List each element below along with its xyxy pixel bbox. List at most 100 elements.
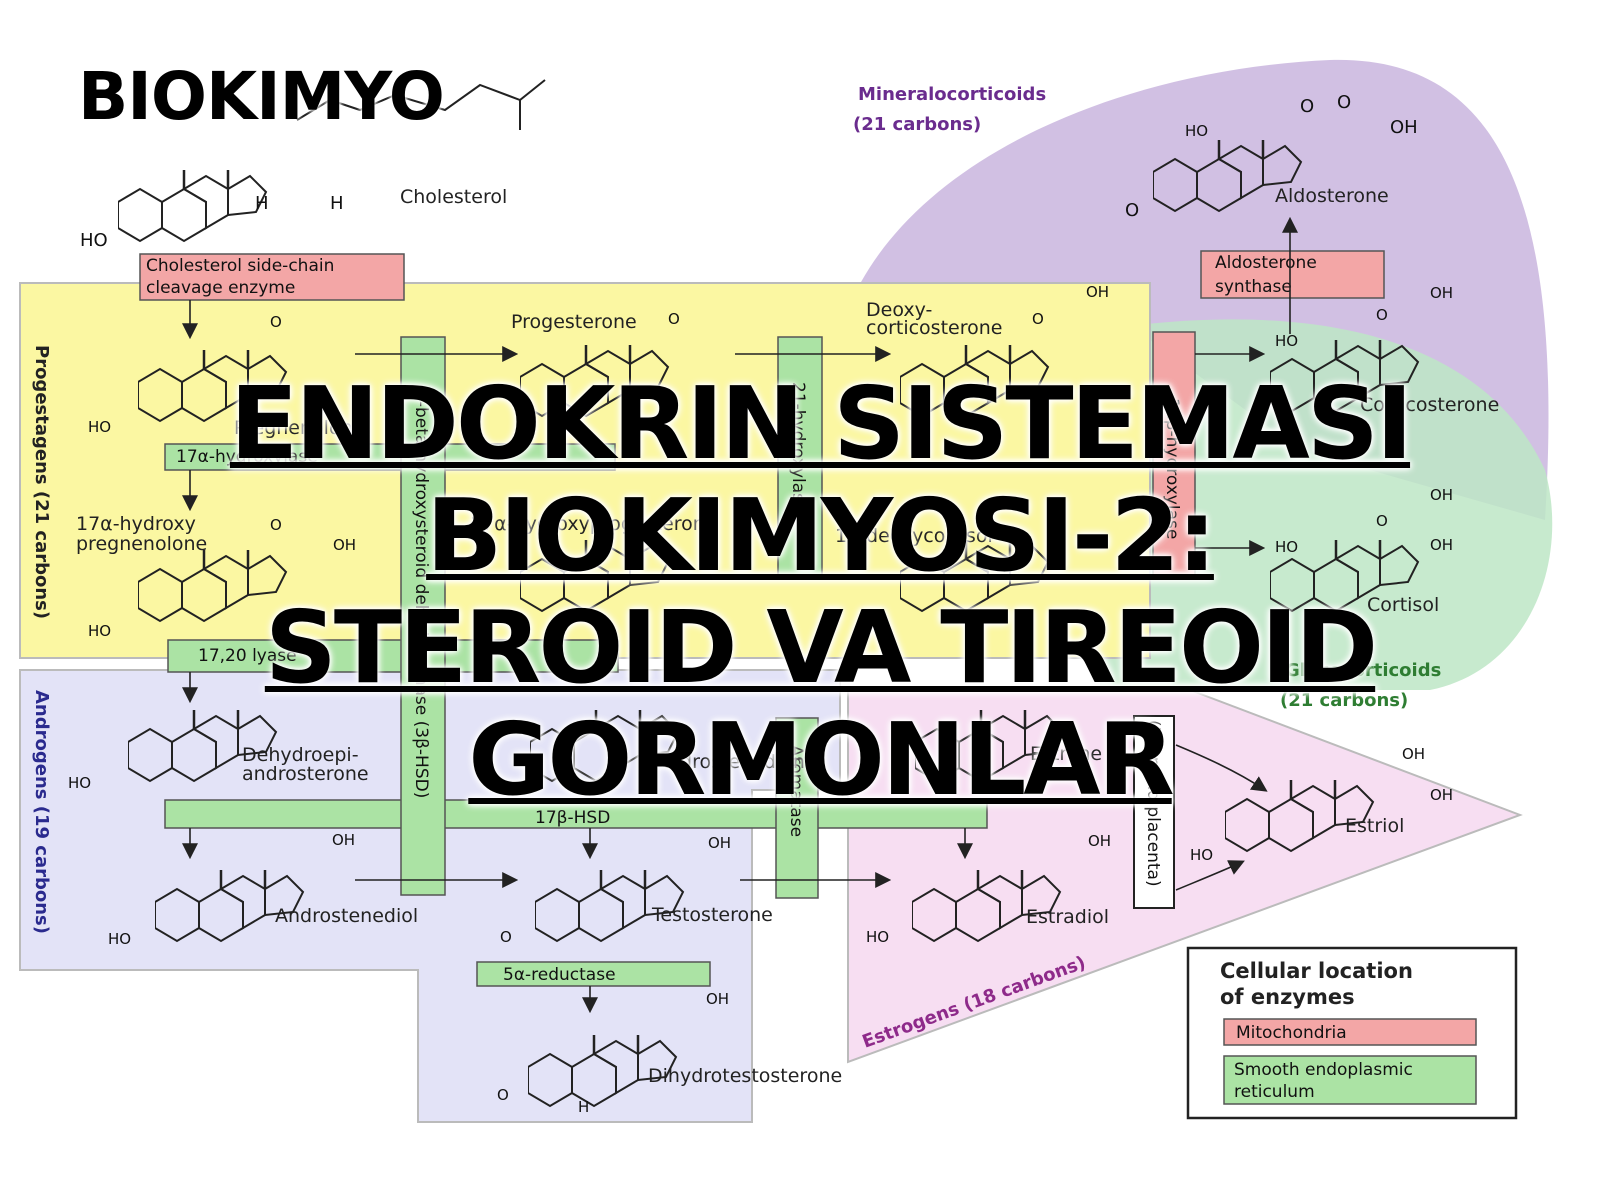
glucocorticoids-label: Glucocorticoids bbox=[1285, 660, 1441, 681]
svg-text:HO: HO bbox=[1275, 538, 1298, 556]
svg-text:Cholesterol side-chain: Cholesterol side-chain bbox=[146, 256, 334, 276]
enzyme-aldosterone-synthase: Aldosterone synthase bbox=[1200, 250, 1385, 299]
svg-text:HO: HO bbox=[88, 622, 111, 640]
cortisol-label: Cortisol bbox=[1367, 594, 1439, 616]
svg-text:17β-HSD: 17β-HSD bbox=[535, 808, 610, 828]
enzyme-17-20-lyase: 17,20 lyase bbox=[167, 639, 619, 673]
svg-text:OH: OH bbox=[1430, 486, 1453, 504]
title-line-4: GORMONLAR bbox=[468, 701, 1174, 818]
deoxycortisol-label: 11-deoxycortisol bbox=[835, 525, 993, 547]
svg-text:3-beta-hydroxysteroid dehydrog: 3-beta-hydroxysteroid dehydrogenase (3β-… bbox=[411, 390, 431, 798]
androstenediol-label: Androstenediol bbox=[275, 905, 418, 927]
mineralocorticoids-label: Mineralocorticoids bbox=[858, 84, 1046, 105]
enzyme-cholesterol-scc: Cholesterol side-chain cleavage enzyme bbox=[139, 253, 405, 301]
hydroxypregnenolone-label-2: pregnenolone bbox=[76, 533, 207, 555]
svg-text:HO: HO bbox=[1185, 122, 1208, 140]
slide-main-title: ENDOKRIN SISTEMASI BIOKIMYOSI-2: STEROID… bbox=[140, 368, 1500, 816]
enzyme-5a-reductase: 5α-reductase bbox=[476, 961, 711, 987]
androgen-zone bbox=[19, 669, 841, 1123]
title-line-3: STEROID VA TIREOID bbox=[264, 589, 1378, 706]
svg-text:O: O bbox=[1376, 306, 1388, 324]
dht-label: Dihydrotestosterone bbox=[648, 1065, 842, 1087]
svg-text:O: O bbox=[1125, 200, 1139, 221]
progesterone-label: Progesterone bbox=[511, 311, 637, 333]
title-line-1: ENDOKRIN SISTEMASI bbox=[229, 365, 1413, 482]
svg-text:5α-reductase: 5α-reductase bbox=[503, 965, 616, 985]
pregnenolone-label: Pregnenolone bbox=[234, 417, 364, 439]
svg-text:17,20 lyase: 17,20 lyase bbox=[198, 646, 297, 666]
svg-text:OH: OH bbox=[1402, 745, 1425, 763]
mineralocorticoids-carbons: (21 carbons) bbox=[853, 114, 981, 135]
svg-text:Smooth endoplasmic: Smooth endoplasmic bbox=[1234, 1060, 1413, 1080]
svg-text:HO: HO bbox=[68, 774, 91, 792]
glucocorticoids-carbons: (21 carbons) bbox=[1280, 690, 1408, 711]
svg-text:11β-hydroxylase: 11β-hydroxylase bbox=[1162, 398, 1182, 539]
enzyme-21-hydroxylase: 21-hydroxylase bbox=[777, 336, 823, 576]
progestagens-label: Progestagens (21 carbons) bbox=[31, 345, 52, 619]
svg-text:OH: OH bbox=[332, 831, 355, 849]
estriol-label: Estriol bbox=[1345, 815, 1404, 837]
svg-text:17α-hydroxylase: 17α-hydroxylase bbox=[176, 447, 318, 467]
aldosterone-label: Aldosterone bbox=[1275, 185, 1389, 207]
svg-text:H: H bbox=[578, 1098, 589, 1116]
testosterone-label: Testosterone bbox=[651, 904, 773, 926]
svg-text:21-hydroxylase: 21-hydroxylase bbox=[788, 382, 808, 512]
androgens-label: Androgens (19 carbons) bbox=[31, 690, 52, 934]
svg-text:(liver and placenta): (liver and placenta) bbox=[1143, 720, 1163, 887]
svg-text:OH: OH bbox=[1430, 786, 1453, 804]
svg-text:OH: OH bbox=[1390, 117, 1418, 138]
svg-text:HO: HO bbox=[88, 418, 111, 436]
deoxycorticosterone-label-2: corticosterone bbox=[866, 317, 1002, 339]
estrogen-zone bbox=[847, 689, 1523, 1064]
svg-text:Cellular location: Cellular location bbox=[1220, 959, 1413, 983]
svg-text:O: O bbox=[1376, 512, 1388, 530]
svg-text:OH: OH bbox=[1088, 832, 1111, 850]
svg-text:OH: OH bbox=[708, 834, 731, 852]
enzyme-liver-placenta: (liver and placenta) bbox=[1133, 715, 1175, 909]
svg-text:OH: OH bbox=[1430, 284, 1453, 302]
svg-text:O: O bbox=[270, 313, 282, 331]
svg-text:O: O bbox=[500, 928, 512, 946]
svg-text:Aromatase: Aromatase bbox=[786, 745, 806, 837]
svg-text:O: O bbox=[497, 1086, 509, 1104]
hydroxypregnenolone-label: 17α-hydroxy bbox=[76, 513, 196, 535]
svg-text:HO: HO bbox=[80, 230, 108, 251]
svg-text:OH: OH bbox=[1086, 283, 1109, 301]
cholesterol-label: Cholesterol bbox=[400, 186, 507, 208]
svg-text:of enzymes: of enzymes bbox=[1220, 985, 1355, 1009]
estradiol-label: Estradiol bbox=[1026, 906, 1109, 928]
slide-header: BIOKIMYO bbox=[78, 58, 445, 135]
svg-text:Mitochondria: Mitochondria bbox=[1236, 1023, 1347, 1043]
svg-text:H: H bbox=[330, 193, 344, 214]
androstenedione-label: Androstenedione bbox=[655, 751, 817, 773]
estrone-label: Estrone bbox=[1030, 743, 1102, 765]
dhea-label-2: androsterone bbox=[242, 763, 369, 785]
svg-text:OH: OH bbox=[1430, 536, 1453, 554]
deoxycorticosterone-label: Deoxy- bbox=[866, 299, 932, 321]
svg-text:O: O bbox=[668, 310, 680, 328]
enzyme-17b-hsd: 17β-HSD bbox=[164, 799, 988, 829]
svg-text:H: H bbox=[255, 193, 269, 214]
title-line-2: BIOKIMYOSI-2: bbox=[426, 477, 1217, 594]
enzyme-location-legend: Cellular location of enzymes Mitochondri… bbox=[1186, 946, 1518, 1120]
svg-text:HO: HO bbox=[108, 930, 131, 948]
dhea-label: Dehydroepi- bbox=[242, 744, 359, 766]
svg-text:HO: HO bbox=[1190, 846, 1213, 864]
pathway-arrows bbox=[182, 216, 1298, 1014]
svg-text:reticulum: reticulum bbox=[1234, 1082, 1315, 1102]
svg-text:Aldosterone: Aldosterone bbox=[1215, 253, 1317, 273]
enzyme-aromatase: Aromatase bbox=[775, 717, 819, 899]
glucocorticoid-zone bbox=[1100, 319, 1553, 690]
svg-text:OH: OH bbox=[333, 536, 356, 554]
svg-text:O: O bbox=[270, 516, 282, 534]
atom-labels: HO HO HO HO HO HO HO HO HO HO OH OH OH O… bbox=[68, 92, 1453, 1116]
svg-text:OH: OH bbox=[706, 990, 729, 1008]
svg-text:synthase: synthase bbox=[1215, 277, 1292, 297]
hydroxyprogesterone-label: 17α-hydroxyprogesterone bbox=[470, 513, 716, 535]
svg-text:O: O bbox=[1300, 96, 1314, 117]
svg-text:O: O bbox=[1337, 92, 1351, 113]
enzyme-11b-hydroxylase: 11β-hydroxylase bbox=[1152, 331, 1196, 579]
steroid-skeletons bbox=[118, 79, 1420, 1108]
svg-text:HO: HO bbox=[866, 928, 889, 946]
